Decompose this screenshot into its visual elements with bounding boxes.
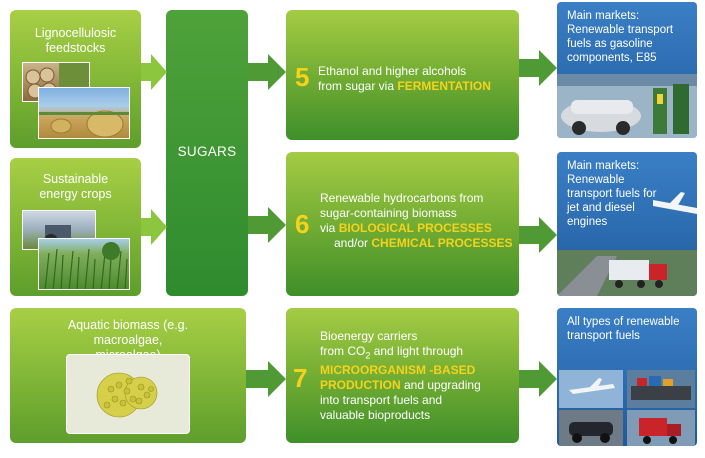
process-7-text: Bioenergy carriers from CO2 and light th… bbox=[320, 329, 481, 423]
process-6-box: 6 Renewable hydrocarbons from sugar-cont… bbox=[286, 152, 519, 296]
arrow-process-5-to-market bbox=[519, 50, 557, 86]
process-6-line1: Renewable hydrocarbons from bbox=[320, 191, 484, 205]
process-5-text: Ethanol and higher alcohols from sugar v… bbox=[318, 64, 491, 94]
market-5-text: Main markets: Renewable transport fuels … bbox=[567, 10, 674, 64]
lignocellulosic-box: Lignocellulosic feedstocks bbox=[10, 10, 141, 148]
energy-crops-title: Sustainable energy crops bbox=[39, 172, 112, 201]
co2-subscript: 2 bbox=[365, 350, 371, 361]
arrow-aquatic-to-process-7 bbox=[246, 361, 286, 397]
process-6-line2: sugar-containing biomass bbox=[320, 206, 457, 220]
process-5-line2: from sugar via FERMENTATION bbox=[318, 79, 491, 94]
arrow-sugars-to-process-6 bbox=[248, 207, 286, 243]
process-5-number: 5 bbox=[295, 62, 310, 92]
lignocellulosic-title: Lignocellulosic feedstocks bbox=[34, 26, 117, 55]
process-7-line4: PRODUCTION and upgrading bbox=[320, 378, 481, 393]
algae-photo bbox=[66, 354, 190, 434]
process-7-line2-pre: from CO bbox=[320, 344, 366, 358]
arrow-sugars-to-process-5 bbox=[248, 54, 286, 90]
process-5-line2-pre: from sugar via bbox=[318, 79, 398, 93]
market-6-box: Main markets: Renewable transport fuels … bbox=[557, 152, 697, 296]
microorganism-highlight: MICROORGANISM -BASED bbox=[320, 363, 476, 378]
market-7-box: All types of renewable transport fuels bbox=[557, 308, 697, 446]
process-7-line3: MICROORGANISM -BASED bbox=[320, 363, 481, 378]
market-5-box: Main markets: Renewable transport fuels … bbox=[557, 2, 697, 138]
fuel-station-photo bbox=[557, 74, 697, 138]
process-6-line4-pre: and/or bbox=[334, 236, 372, 250]
haybale-photo bbox=[38, 87, 130, 139]
arrow-lignocellulosic-to-sugars bbox=[141, 54, 167, 90]
grass-photo bbox=[38, 238, 130, 290]
arrow-process-7-to-market bbox=[519, 361, 557, 397]
process-7-line2-post: and light through bbox=[370, 344, 464, 358]
process-5-box: 5 Ethanol and higher alcohols from sugar… bbox=[286, 10, 519, 140]
sugars-box: SUGARS bbox=[166, 10, 248, 296]
process-5-line1: Ethanol and higher alcohols bbox=[318, 64, 467, 78]
aquatic-box: Aquatic biomass (e.g. macroalgae, microa… bbox=[10, 308, 246, 443]
process-6-line3: via BIOLOGICAL PROCESSES bbox=[320, 221, 513, 236]
process-7-line6: valuable bioproducts bbox=[320, 408, 431, 423]
process-6-line3-pre: via bbox=[320, 221, 339, 235]
process-7-line2: from CO2 and light through bbox=[320, 344, 481, 363]
sugars-label: SUGARS bbox=[177, 144, 237, 159]
arrow-process-6-to-market bbox=[519, 217, 557, 253]
biological-processes-highlight: BIOLOGICAL PROCESSES bbox=[338, 221, 492, 235]
process-6-number: 6 bbox=[295, 209, 310, 239]
process-6-text: Renewable hydrocarbons from sugar-contai… bbox=[320, 191, 513, 251]
process-6-line4: and/or CHEMICAL PROCESSES bbox=[320, 236, 513, 251]
truck-and-plane-photo bbox=[557, 192, 697, 296]
energy-crops-box: Sustainable energy crops bbox=[10, 158, 141, 296]
production-highlight: PRODUCTION bbox=[320, 378, 401, 393]
process-7-number: 7 bbox=[293, 363, 308, 393]
transport-collage-photo bbox=[559, 370, 695, 446]
market-7-text: All types of renewable transport fuels bbox=[567, 316, 680, 342]
market-6-text: Main markets: Renewable transport fuels … bbox=[567, 160, 657, 228]
process-7-line4-post: and upgrading bbox=[400, 378, 481, 393]
process-7-line5: into transport fuels and bbox=[320, 393, 443, 408]
chemical-processes-highlight: CHEMICAL PROCESSES bbox=[371, 236, 513, 250]
process-7-box: 7 Bioenergy carriers from CO2 and light … bbox=[286, 308, 519, 443]
fermentation-highlight: FERMENTATION bbox=[397, 79, 491, 93]
arrow-energy-crops-to-sugars bbox=[141, 209, 167, 245]
process-7-line1: Bioenergy carriers bbox=[320, 329, 418, 343]
